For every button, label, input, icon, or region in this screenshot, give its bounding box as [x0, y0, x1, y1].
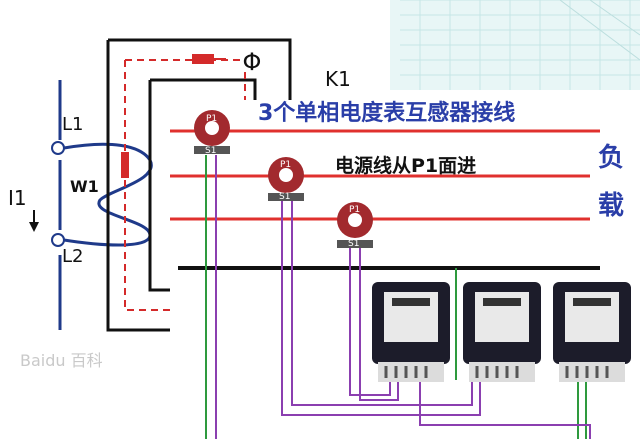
ct2-p1-label: P1 — [280, 160, 291, 170]
feed-direction-note: 电源线从P1面进 — [335, 154, 476, 177]
watermark: Baidu 百科 — [20, 351, 103, 370]
ct-schematic: Φ L1 L2 I1 W1 K1 — [8, 38, 351, 332]
current-transformer-2: P1 S1 — [268, 157, 304, 202]
secondary-wires — [205, 155, 591, 439]
energy-meter-3 — [553, 282, 631, 382]
phi-symbol: Φ — [243, 48, 262, 76]
label-w1: W1 — [70, 177, 99, 196]
phase-lines — [170, 129, 600, 270]
label-k1: K1 — [325, 67, 351, 91]
ct3-s1-label: S1 — [348, 239, 359, 249]
energy-meter-2 — [463, 282, 541, 382]
ct1-p1-label: P1 — [206, 114, 217, 124]
load-label-1: 负 — [598, 143, 624, 173]
load-label-2: 载 — [598, 191, 624, 221]
diagram-title: 3个单相电度表互感器接线 — [258, 100, 515, 126]
ct3-p1-label: P1 — [349, 205, 360, 215]
label-l2: L2 — [62, 246, 83, 267]
current-transformer-1: P1 S1 — [194, 110, 230, 156]
current-transformer-3: P1 S1 — [337, 202, 373, 249]
label-i1: I1 — [8, 186, 27, 210]
ct1-s1-label: S1 — [205, 146, 216, 156]
ct2-s1-label: S1 — [279, 192, 290, 202]
energy-meter-1 — [372, 282, 450, 382]
label-l1: L1 — [62, 114, 83, 135]
